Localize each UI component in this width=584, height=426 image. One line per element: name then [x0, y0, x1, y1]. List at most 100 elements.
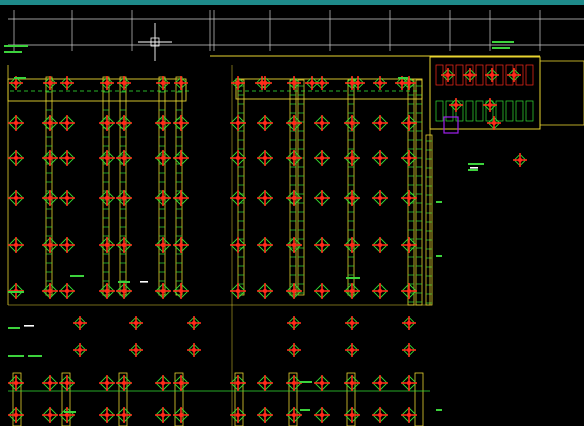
- annotation-mark: [140, 281, 148, 283]
- column-marker: [291, 288, 297, 294]
- column-marker: [121, 155, 127, 161]
- footing-pad: [441, 68, 455, 82]
- grid-lines-layer: [8, 10, 584, 57]
- base-strip: [174, 372, 184, 426]
- footing-pad: [483, 98, 497, 112]
- column-marker: [406, 195, 412, 201]
- footing-pad: [314, 150, 330, 166]
- footing-pad: [116, 407, 132, 423]
- block-cell: [475, 100, 484, 122]
- column-marker: [349, 288, 355, 294]
- beam-strip: [425, 134, 433, 306]
- beam-strip: [119, 76, 127, 296]
- column-marker: [121, 380, 127, 386]
- column-marker: [47, 288, 53, 294]
- column-marker: [121, 242, 127, 248]
- column-marker: [64, 380, 70, 386]
- base-strip: [61, 372, 71, 426]
- footing-pad: [100, 76, 114, 90]
- column-marker: [64, 242, 70, 248]
- column-marker: [291, 242, 297, 248]
- footing-pad: [314, 237, 330, 253]
- annotation-mark: [8, 327, 20, 329]
- annotation-mark: [28, 355, 42, 357]
- footing-pad: [42, 190, 58, 206]
- column-marker: [262, 155, 268, 161]
- footing-pad: [73, 316, 87, 330]
- column-marker: [104, 155, 110, 161]
- footing-pad: [287, 343, 301, 357]
- column-marker: [160, 412, 166, 418]
- cad-drawing-canvas[interactable]: [0, 5, 584, 426]
- column-marker: [104, 380, 110, 386]
- column-marker: [235, 380, 241, 386]
- column-marker: [47, 155, 53, 161]
- footing-pad: [173, 190, 189, 206]
- column-marker: [47, 195, 53, 201]
- column-marker: [178, 288, 184, 294]
- footing-pad: [372, 237, 388, 253]
- column-marker: [133, 347, 139, 353]
- column-marker: [291, 80, 297, 86]
- footing-pad: [42, 150, 58, 166]
- column-marker: [121, 195, 127, 201]
- beam-strip: [415, 79, 423, 306]
- block-cell: [515, 100, 524, 122]
- column-marker: [77, 320, 83, 326]
- base-strip: [288, 372, 298, 426]
- column-marker: [77, 347, 83, 353]
- block-cell: [495, 100, 504, 122]
- annotation-mark: [436, 255, 442, 257]
- footing-pad: [9, 76, 23, 90]
- annotation-mark: [24, 325, 34, 327]
- footing-pad: [173, 407, 189, 423]
- footing-pad: [345, 343, 359, 357]
- column-marker: [517, 157, 523, 163]
- footing-pad: [116, 375, 132, 391]
- footing-pad: [8, 407, 24, 423]
- column-marker: [467, 72, 473, 78]
- column-marker: [47, 80, 53, 86]
- footing-pad: [116, 283, 132, 299]
- column-marker: [349, 195, 355, 201]
- footing-pad: [286, 283, 302, 299]
- footing-pad: [173, 375, 189, 391]
- column-marker: [235, 80, 241, 86]
- footing-pad: [314, 283, 330, 299]
- annotation-mark: [64, 411, 76, 413]
- column-marker: [406, 242, 412, 248]
- column-marker: [13, 80, 19, 86]
- footing-pad: [286, 237, 302, 253]
- beam-strip: [102, 76, 110, 296]
- footing-pad: [315, 76, 329, 90]
- column-marker: [377, 288, 383, 294]
- annotation-mark: [492, 47, 510, 49]
- column-marker: [13, 412, 19, 418]
- cad-viewport[interactable]: [0, 5, 584, 426]
- column-marker: [355, 80, 361, 86]
- footing-pad: [351, 76, 365, 90]
- column-marker: [349, 120, 355, 126]
- footing-pad: [257, 150, 273, 166]
- column-marker: [511, 72, 517, 78]
- column-marker: [291, 155, 297, 161]
- column-marker: [160, 195, 166, 201]
- footing-pad: [230, 375, 246, 391]
- column-marker: [453, 102, 459, 108]
- footing-pad: [257, 407, 273, 423]
- footing-pad: [487, 116, 501, 130]
- footing-pad: [344, 375, 360, 391]
- footing-pad: [42, 375, 58, 391]
- footing-pad: [287, 316, 301, 330]
- footing-pad: [507, 68, 521, 82]
- column-marker: [13, 242, 19, 248]
- column-marker: [104, 412, 110, 418]
- footing-pad: [257, 237, 273, 253]
- footing-pad: [59, 115, 75, 131]
- column-marker: [235, 120, 241, 126]
- footing-pad: [156, 76, 170, 90]
- base-strip: [414, 372, 424, 426]
- block-cell: [455, 64, 464, 86]
- column-marker: [178, 155, 184, 161]
- column-marker: [377, 242, 383, 248]
